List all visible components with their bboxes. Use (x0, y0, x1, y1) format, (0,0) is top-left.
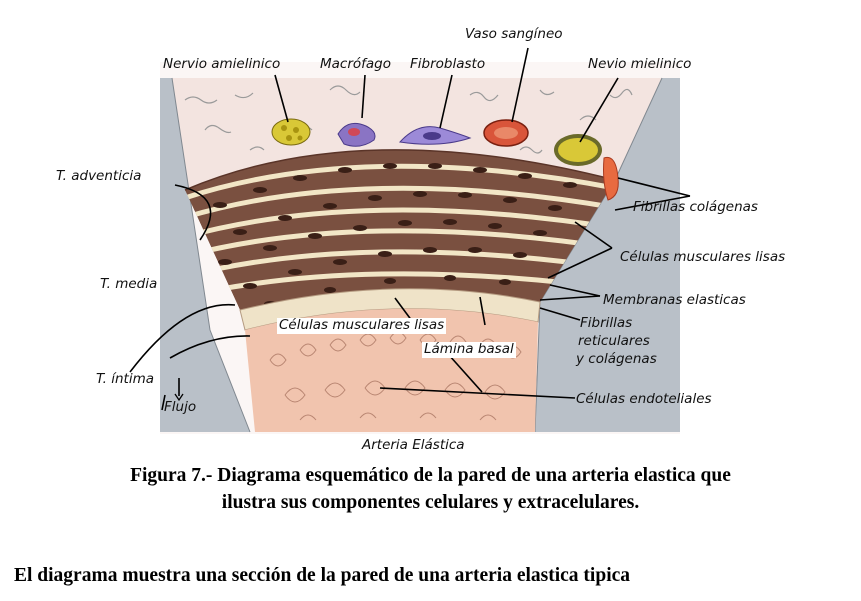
label-t-intima: T. íntima (96, 372, 154, 388)
label-vaso-sanguineo: Vaso sangíneo (465, 27, 563, 43)
figure-caption-line-2: ilustra sus componentes celulares y extr… (0, 490, 861, 515)
label-fibrillas-reticulares-3: y colágenas (576, 352, 657, 368)
figure-caption-line-1: Figura 7.- Diagrama esquemático de la pa… (0, 463, 861, 488)
label-celulas-musculares-lisas-center: Células musculares lisas (277, 318, 446, 334)
label-fibrillas-reticulares-1: Fibrillas (580, 316, 632, 332)
label-flujo: Flujo (164, 400, 196, 416)
label-t-media: T. media (100, 277, 157, 293)
label-nervio-amielinico: Nervio amielinico (163, 57, 280, 73)
label-t-adventicia: T. adventicia (56, 169, 141, 185)
label-nevio-mielinico: Nevio mielinico (588, 57, 691, 73)
label-celulas-musculares-lisas-right: Células musculares lisas (620, 250, 785, 266)
nerve-myelinic (554, 134, 602, 166)
label-fibrillas-colagenas: Fibrillas colágenas (633, 200, 758, 216)
label-fibrillas-reticulares-2: reticulares (578, 334, 650, 350)
label-celulas-endoteliales: Células endoteliales (576, 392, 712, 408)
label-membranas-elasticas: Membranas elasticas (603, 293, 746, 309)
blood-vessel (484, 120, 528, 146)
label-fibroblasto: Fibroblasto (410, 57, 485, 73)
label-lamina-basal: Lámina basal (422, 342, 516, 358)
nerve-amyelinic (272, 119, 310, 145)
body-paragraph: El diagrama muestra una sección de la pa… (14, 565, 630, 587)
label-macrofago: Macrófago (320, 57, 391, 73)
label-arteria-elastica: Arteria Elástica (362, 438, 465, 454)
